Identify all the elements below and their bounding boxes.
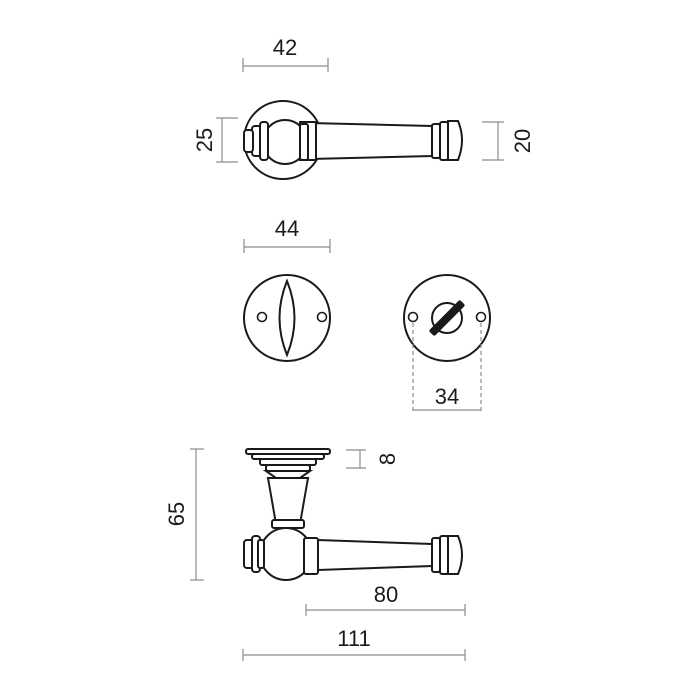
key-escutcheon-plate [243,274,331,362]
lever-handle-top-view [243,100,463,180]
dimension-label-hole-spacing: 34 [435,384,459,409]
dimension-label-projection: 65 [164,502,189,526]
dimension-rose-thickness: 8 [346,449,400,469]
dimension-label-plate-width: 44 [275,216,299,241]
screw-hole-right [316,311,328,323]
dimension-lever-reach: 80 [305,582,466,616]
dimension-label-total-length: 111 [337,626,370,651]
dimension-rose-height: 25 [192,117,238,163]
dimension-hole-spacing: 34 [412,323,482,414]
dimension-label-rose-width: 42 [273,35,297,60]
lever-handle-side-view [243,448,463,581]
screw-hole-left [256,311,268,323]
dimension-lever-height: 20 [482,121,535,161]
bathroom-turn-plate [403,274,491,362]
dimension-projection: 65 [164,448,204,581]
dimension-total-length: 111 [242,626,466,661]
dimension-plate-width: 44 [243,216,331,253]
dimension-rose-width: 42 [242,35,329,72]
screw-hole-left [407,311,419,323]
dimension-label-lever-reach: 80 [374,582,398,607]
dimension-label-lever-height: 20 [510,129,535,153]
dimension-label-rose-height: 25 [192,128,217,152]
screw-hole-right [475,311,487,323]
dimension-label-rose-thickness: 8 [375,453,400,465]
